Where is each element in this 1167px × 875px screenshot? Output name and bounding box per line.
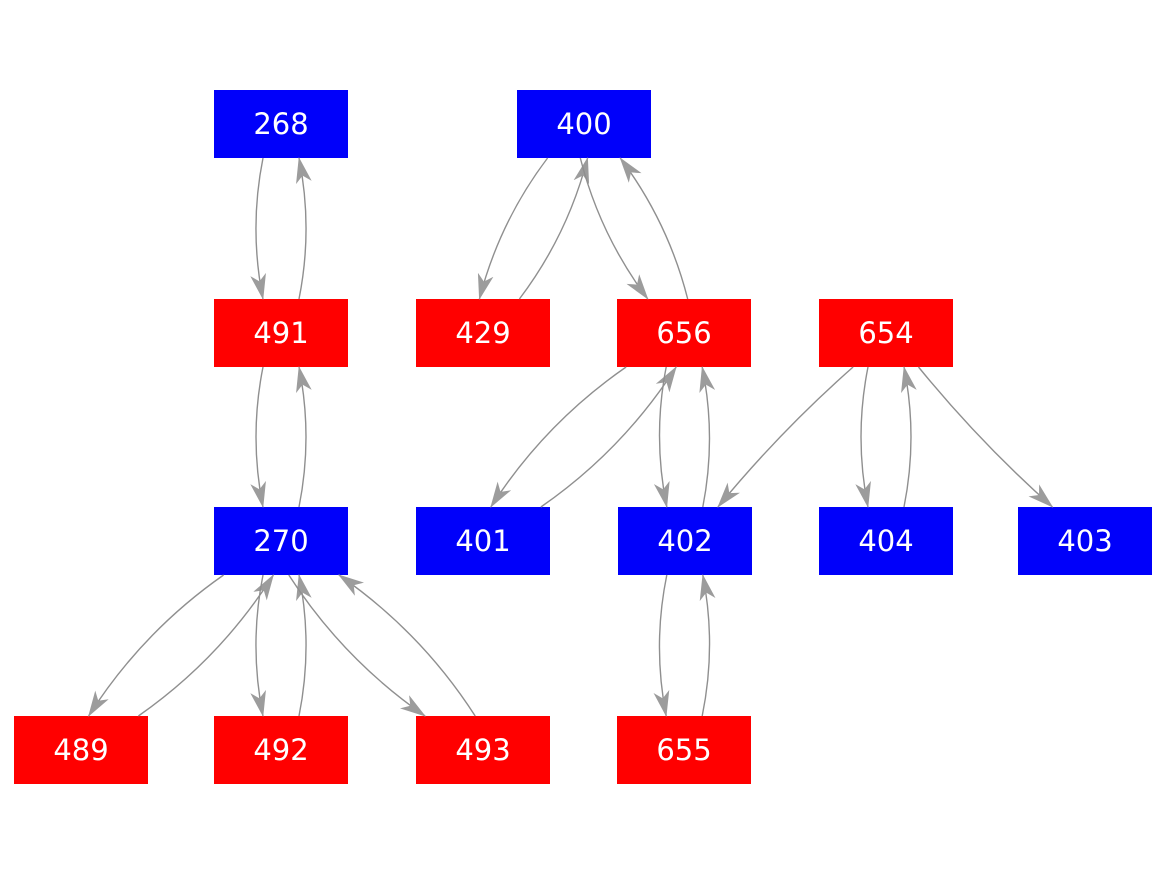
graph-edge-491-270 xyxy=(250,366,266,508)
graph-edge-268-491 xyxy=(250,157,266,300)
node-layer: 268 400 491 429 656 654 270 401 402 404 403 489 492 4… xyxy=(14,90,1152,784)
node-box xyxy=(416,299,550,367)
node-label: 429 xyxy=(455,316,510,350)
graph-edge-402-656 xyxy=(699,366,716,508)
node-box xyxy=(517,90,651,158)
node-box xyxy=(819,507,953,575)
node-box xyxy=(214,716,348,784)
node-box xyxy=(416,716,550,784)
node-box xyxy=(617,716,751,784)
graph-node-492: 492 xyxy=(214,716,348,784)
graph-node-403: 403 xyxy=(1018,507,1152,575)
graph-edge-654-402 xyxy=(717,366,854,508)
node-label: 491 xyxy=(253,316,308,350)
graph-edge-656-400 xyxy=(619,157,689,300)
graph-node-489: 489 xyxy=(14,716,148,784)
node-label: 654 xyxy=(858,316,913,350)
graph-edge-492-270 xyxy=(296,574,312,717)
graph-edge-654-404 xyxy=(855,366,871,508)
node-label: 493 xyxy=(455,733,510,767)
node-label: 404 xyxy=(858,524,913,558)
node-label: 270 xyxy=(253,524,308,558)
graph-edge-491-268 xyxy=(296,157,312,300)
graph-node-429: 429 xyxy=(416,299,550,367)
graph-edge-493-270 xyxy=(338,574,476,717)
graph-node-401: 401 xyxy=(416,507,550,575)
graph-node-656: 656 xyxy=(617,299,751,367)
graph-node-655: 655 xyxy=(617,716,751,784)
graph-edge-656-401 xyxy=(490,366,627,508)
node-box xyxy=(617,299,751,367)
graph-node-404: 404 xyxy=(819,507,953,575)
node-label: 403 xyxy=(1057,524,1112,558)
node-label: 656 xyxy=(656,316,711,350)
edge-layer xyxy=(88,157,1054,717)
node-box xyxy=(416,507,550,575)
node-label: 492 xyxy=(253,733,308,767)
graph-node-493: 493 xyxy=(416,716,550,784)
node-box xyxy=(214,90,348,158)
graph-edge-270-489 xyxy=(88,574,225,717)
node-label: 401 xyxy=(455,524,510,558)
node-box xyxy=(14,716,148,784)
node-label: 402 xyxy=(657,524,712,558)
node-label: 268 xyxy=(253,107,308,141)
node-box xyxy=(618,507,752,575)
graph-edge-654-403 xyxy=(917,366,1054,508)
graph-edge-270-492 xyxy=(250,574,266,717)
graph-edge-400-429 xyxy=(477,157,549,300)
node-box xyxy=(1018,507,1152,575)
node-label: 655 xyxy=(656,733,711,767)
graph-edge-489-270 xyxy=(137,574,274,717)
graph-node-270: 270 xyxy=(214,507,348,575)
graph-node-268: 268 xyxy=(214,90,348,158)
graph-edge-401-656 xyxy=(540,366,677,508)
node-box xyxy=(214,299,348,367)
graph-edge-656-402 xyxy=(653,366,670,508)
graph-node-654: 654 xyxy=(819,299,953,367)
graph-node-402: 402 xyxy=(618,507,752,575)
graph-edge-270-491 xyxy=(296,366,312,508)
node-box xyxy=(819,299,953,367)
node-box xyxy=(214,507,348,575)
graph-edge-404-654 xyxy=(901,366,917,508)
graph-edge-270-493 xyxy=(288,574,426,717)
graph-edge-429-400 xyxy=(518,157,590,300)
graph-edge-655-402 xyxy=(699,574,716,717)
graph-edge-400-656 xyxy=(579,157,649,300)
node-label: 400 xyxy=(556,107,611,141)
graph-edge-402-655 xyxy=(653,574,670,717)
node-label: 489 xyxy=(53,733,108,767)
graph-node-491: 491 xyxy=(214,299,348,367)
graph-node-400: 400 xyxy=(517,90,651,158)
